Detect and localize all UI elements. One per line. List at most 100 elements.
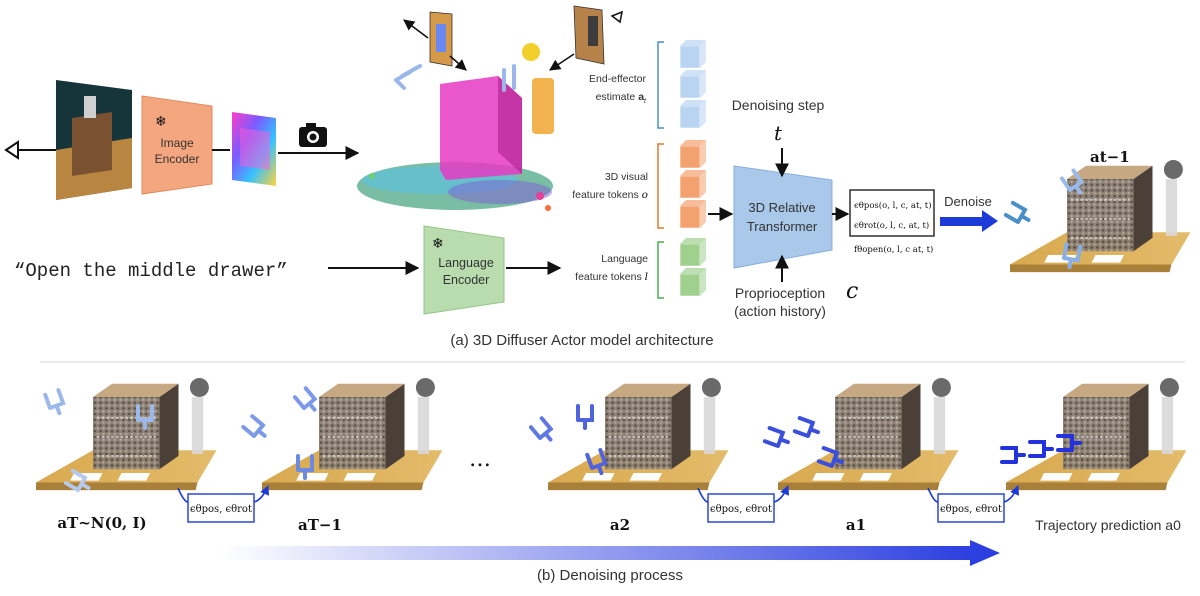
eps-pos-output: ϵθpos(o, l, c, at, t) — [854, 200, 932, 211]
lang-label-line1: Language — [601, 253, 648, 265]
language-encoder-line1: Language — [438, 256, 494, 270]
ee-subscript: t — [644, 98, 647, 105]
drawer-scene — [1010, 160, 1191, 273]
drawer-scene — [36, 378, 217, 491]
instruction-text: “Open the middle drawer” — [14, 260, 288, 282]
proprioception-line1: Proprioception — [735, 285, 825, 301]
a-t-minus-1-label: at−1 — [1090, 148, 1130, 166]
svg-text:estimate at: estimate at — [596, 91, 647, 105]
denoising-step-box: ϵθpos, ϵθrot — [927, 485, 1020, 523]
gripper-icon — [296, 454, 314, 480]
camera-view-1 — [403, 11, 467, 71]
language-tokens-bracket — [657, 241, 664, 299]
denoising-labels: aT~N(0, I) aT−1 … a2 a1 Trajectory prediction… — [57, 447, 1181, 534]
denoising-step-label: Denoising step — [732, 97, 825, 113]
t-symbol: t — [774, 121, 783, 145]
snowflake-icon: ❄ — [432, 235, 444, 251]
lang-label-line2: feature tokens — [575, 271, 644, 283]
eps-rot-output: ϵθrot(o, l, c, at, t) — [854, 220, 929, 231]
gripper-pose-light — [394, 64, 516, 92]
denoise-arrow — [940, 210, 998, 232]
gripper-icon — [43, 388, 66, 416]
end-effector-token-cube — [679, 100, 706, 129]
denoising-progress-arrow — [220, 540, 1000, 566]
proprioception-line2: (action history) — [734, 303, 826, 319]
denoising-step-box: ϵθpos, ϵθrot — [177, 485, 270, 523]
language-tokens-label: Language feature tokens l — [575, 253, 648, 283]
drawer-scene — [1006, 378, 1187, 491]
gripper-icon — [816, 446, 844, 468]
denoising-stage-label: aT~N(0, I) — [57, 514, 146, 532]
end-effector-label-line2: estimate — [596, 91, 639, 103]
denoising-stage-label: … — [469, 447, 491, 472]
language-token-cube — [679, 238, 706, 267]
camera-view-2 — [549, 5, 624, 71]
visual-token-cube — [679, 140, 706, 169]
svg-text:feature tokens l: feature tokens l — [575, 271, 648, 283]
end-effector-label: End-effector estimate at — [589, 73, 647, 105]
f-open-output: fθopen(o, l, c at, t) — [854, 244, 933, 255]
output-heads-box: ϵθpos(o, l, c, at, t) ϵθrot(o, l, c, at,… — [849, 189, 935, 237]
gripper-icon — [762, 426, 790, 448]
result-scene-top — [1003, 160, 1191, 273]
transformer-line1: 3D Relative — [748, 200, 815, 215]
gripper-icon — [792, 416, 820, 438]
end-effector-tokens — [657, 41, 664, 129]
denoising-stage-label: a2 — [610, 516, 630, 534]
transformer-line2: Transformer — [747, 219, 818, 234]
drawer-scene — [262, 378, 443, 491]
rgb-observation-image — [56, 80, 132, 200]
gripper-icon — [1059, 168, 1085, 195]
end-effector-label-line1: End-effector — [589, 73, 647, 85]
denoising-scenes — [36, 378, 1187, 492]
visual-label-line2: feature tokens — [572, 189, 641, 201]
gripper-icon — [585, 448, 608, 476]
gripper-icon — [293, 386, 318, 412]
gripper-icon — [529, 416, 554, 442]
caption-b: (b) Denoising process — [537, 567, 683, 584]
denoising-stage-label: a1 — [846, 516, 866, 534]
gripper-icon — [1028, 440, 1054, 458]
step-box-label: ϵθpos, ϵθrot — [190, 504, 252, 515]
gripper-icon — [241, 414, 267, 438]
gripper-icon — [136, 404, 154, 430]
visual-tokens-bracket — [657, 143, 664, 229]
gripper-icon — [1062, 242, 1083, 270]
token-cubes — [679, 40, 706, 297]
language-encoder-block: ❄ Language Encoder — [423, 225, 505, 315]
step-box-label: ϵθpos, ϵθrot — [710, 504, 772, 515]
caption-a: (a) 3D Diffuser Actor model architecture — [450, 332, 713, 349]
denoising-stage-label: Trajectory prediction a0 — [1035, 517, 1181, 533]
gripper-icon — [1056, 434, 1082, 452]
gripper-icon — [576, 404, 594, 430]
gripper-icon — [1000, 446, 1026, 464]
svg-text:feature tokens o: feature tokens o — [572, 189, 648, 201]
visual-tokens-label: 3D visual feature tokens o — [572, 171, 648, 201]
gripper-icon — [63, 468, 91, 492]
drawer-scene — [548, 378, 729, 491]
visual-token-cube — [679, 200, 706, 229]
end-effector-token-cube — [679, 70, 706, 99]
language-encoder-line2: Encoder — [443, 273, 490, 287]
drawer-scene — [778, 378, 959, 491]
lang-symbol: l — [645, 271, 648, 283]
relative-transformer-block: 3D Relative Transformer — [733, 165, 833, 269]
denoising-step-box: ϵθpos, ϵθrot — [697, 485, 790, 523]
camera-eye-icon — [4, 140, 19, 160]
denoising-stage-label: aT−1 — [298, 516, 342, 534]
denoise-label: Denoise — [944, 194, 992, 209]
language-token-cube — [679, 268, 706, 297]
visual-label-line1: 3D visual — [605, 171, 648, 183]
point-cloud-scene — [357, 43, 554, 211]
ee-symbol: a — [638, 91, 644, 103]
camera-icon — [299, 123, 327, 147]
visual-token-cube — [679, 170, 706, 199]
step-box-label: ϵθpos, ϵθrot — [940, 504, 1002, 515]
snowflake-icon: ❄ — [155, 113, 167, 129]
denoising-step-boxes: ϵθpos, ϵθrot ϵθpos, ϵθrot ϵθpos, ϵθrot — [177, 485, 1020, 523]
gripper-icon — [1003, 200, 1031, 224]
c-symbol: c — [846, 279, 858, 304]
